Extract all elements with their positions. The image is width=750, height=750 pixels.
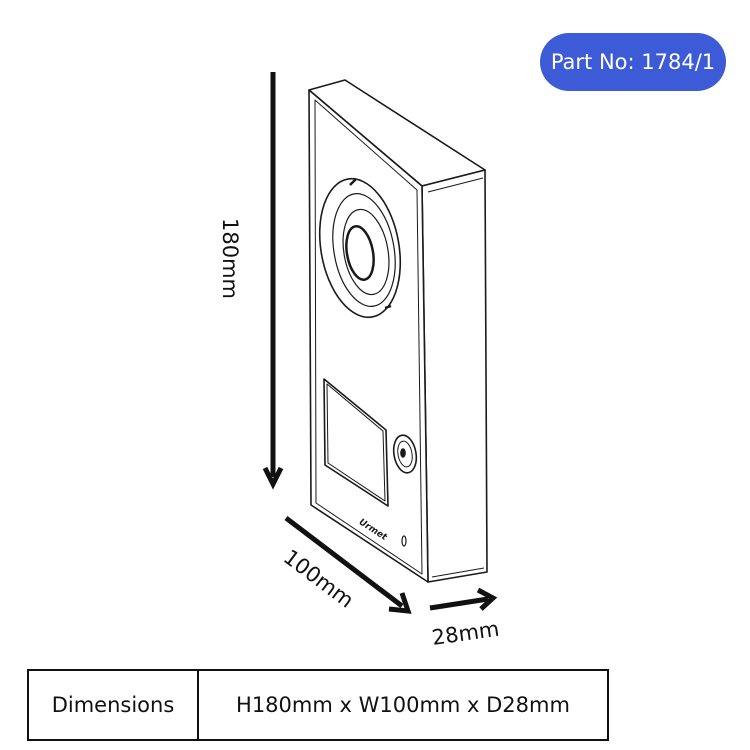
camera-lens bbox=[318, 177, 402, 319]
dimensions-table: Dimensions H180mm x W100mm x D28mm bbox=[27, 669, 609, 741]
indicator-led bbox=[401, 535, 407, 547]
height-dimension-arrow bbox=[262, 72, 284, 490]
height-label: 180mm bbox=[218, 218, 242, 299]
dimensions-value-cell: H180mm x W100mm x D28mm bbox=[197, 669, 609, 741]
width-label: 100mm bbox=[279, 545, 358, 613]
product-dimension-diagram: 180mm 100mm 28mm bbox=[218, 72, 501, 650]
width-dimension-arrow bbox=[284, 516, 412, 614]
door-station-device bbox=[308, 79, 488, 583]
depth-label: 28mm bbox=[430, 617, 500, 650]
device-side-face bbox=[421, 169, 488, 583]
call-button bbox=[392, 434, 418, 474]
dimensions-label-cell: Dimensions bbox=[27, 669, 199, 741]
part-number-text: Part No: 1784/1 bbox=[550, 50, 716, 74]
table-row: Dimensions H180mm x W100mm x D28mm bbox=[27, 669, 609, 741]
part-number-badge: Part No: 1784/1 bbox=[540, 33, 726, 91]
depth-dimension-arrow bbox=[429, 587, 498, 611]
